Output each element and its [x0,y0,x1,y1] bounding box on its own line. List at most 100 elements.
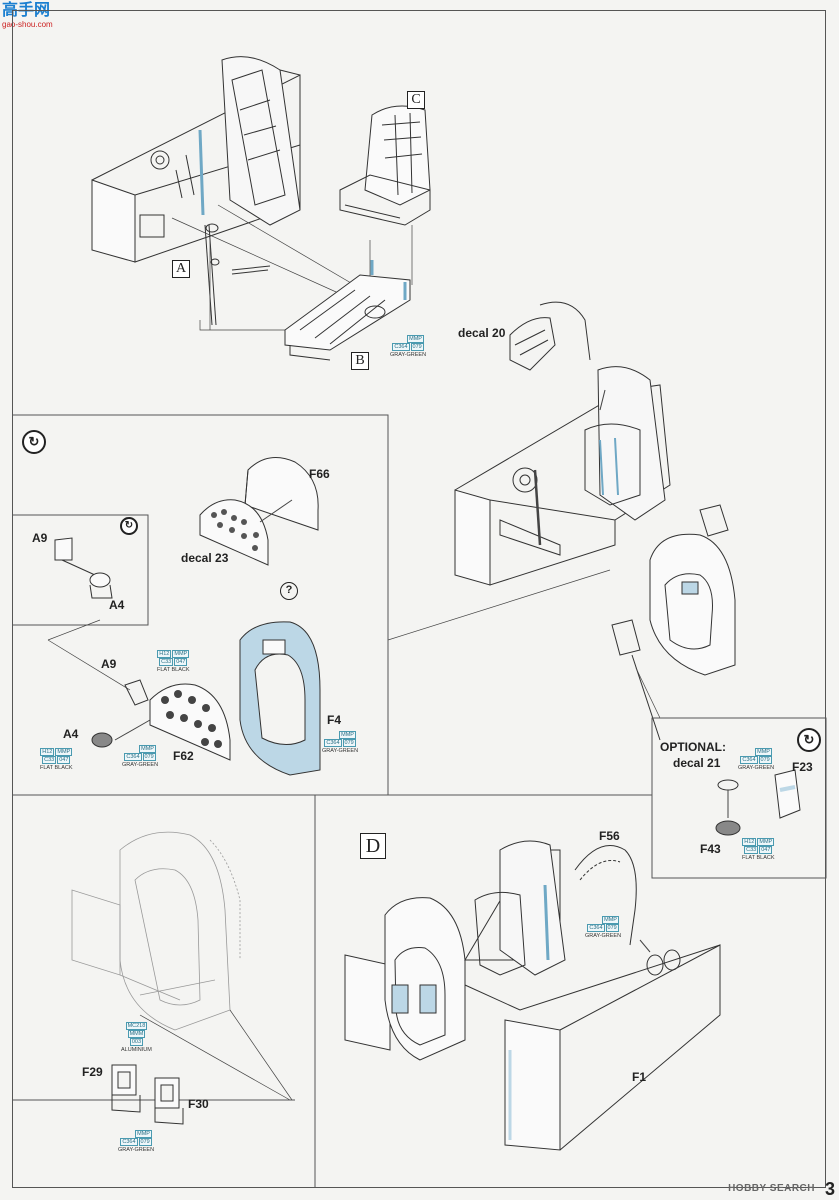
page-frame [12,10,826,1188]
paint-name: FLAT BLACK [157,667,190,673]
paint-code2: 079 [410,343,424,351]
label-a4-inner: A4 [109,598,125,612]
paint-code2: 079 [342,739,356,747]
step-box-c: C [407,91,425,109]
paint-name: GRAY-GREEN [322,748,359,754]
label-f56: F56 [599,829,620,843]
paint-brand: MMP [139,745,156,753]
paint-code: C364 [120,1138,138,1146]
label-f4: F4 [327,713,342,727]
paint-name: GRAY-GREEN [390,352,427,358]
paint-brand: MMP [602,916,619,924]
paint-code2: 047 [759,846,773,854]
paint-code: MC218 [125,1022,148,1030]
paint-name: ALUMINIUM [121,1047,152,1053]
step2-frame-part [611,504,736,741]
part-optional-f23-f43 [715,769,801,836]
step-box-b: B [351,352,369,370]
part-f62 [91,679,231,761]
label-a9: A9 [101,657,117,671]
paint-code: C33 [744,846,759,854]
page-number: 3 [824,1179,835,1199]
paint-brand: MMP [755,748,772,756]
paint-brand: MMP [135,1130,152,1138]
part-instrument-panel-decal [199,499,293,566]
step2-cockpit-assembly [454,301,671,586]
paint-brand: MMP [757,838,775,846]
paint-h: H12 [742,838,757,846]
step1-bulkhead-frame [91,56,301,263]
paint-code2: 079 [138,1138,152,1146]
rotate-icon-optional: ↻ [797,728,821,752]
paint-code: C33 [42,756,57,764]
paint-code2: MMM [127,1030,146,1038]
paint-callout-aluminium: MC218 MMM 003 ALUMINIUM [121,1022,152,1053]
subassembly-panel-left [12,414,389,796]
paint-code2: 047 [174,658,188,666]
part-a9-a4-small [54,537,113,599]
step-box-a: A [172,260,190,278]
paint-code2: 079 [605,924,619,932]
step1-seat [339,105,431,226]
paint-code2: 047 [57,756,71,764]
step-box-d: D [360,833,386,859]
label-a9-inner: A9 [32,531,48,545]
label-f30: F30 [188,1097,209,1111]
part-f4 [239,621,321,776]
paint-code: C364 [124,753,142,761]
part-f66 [244,457,319,531]
paint-brand: 003 [129,1038,144,1046]
subassembly-panel-right [651,717,827,879]
paint-code2: 079 [142,753,156,761]
label-f66: F66 [309,467,330,481]
paint-name: GRAY-GREEN [118,1147,155,1153]
paint-code: C33 [159,658,174,666]
paint-h: H12 [157,650,172,658]
paint-brand: MMP [407,335,424,343]
label-decal-20: decal 20 [458,326,506,340]
paint-code: C364 [392,343,410,351]
label-optional: OPTIONAL: [660,740,726,754]
paint-name: GRAY-GREEN [585,933,622,939]
label-decal-21: decal 21 [673,756,721,770]
paint-name: FLAT BLACK [40,765,73,771]
question-icon: ? [280,582,298,600]
paint-h: H12 [40,748,55,756]
label-f29: F29 [82,1065,103,1079]
label-f1: F1 [632,1070,647,1084]
site-logo-url: gao-shou.com [2,20,53,29]
paint-code: C364 [587,924,605,932]
paint-brand: MMP [339,731,356,739]
step1-floor [284,260,411,361]
step1-guide-lines [171,204,413,331]
rotate-icon: ↻ [22,430,46,454]
label-f62: F62 [173,749,194,763]
paint-code: C364 [324,739,342,747]
step-d-main-assembly [344,840,721,1151]
rotate-icon-small: ↻ [120,517,138,535]
label-decal-23: decal 23 [181,551,229,565]
paint-brand: MMP [55,748,73,756]
label-f23: F23 [792,760,813,774]
paint-name: GRAY-GREEN [122,762,159,768]
label-a4: A4 [63,727,79,741]
step3-faded-assembly [71,831,241,1031]
step-connector-lines [387,569,661,719]
label-f43: F43 [700,842,721,856]
paint-code2: 079 [758,756,772,764]
paint-name: FLAT BLACK [742,855,775,861]
paint-code: C364 [740,756,758,764]
paint-brand: MMP [172,650,190,658]
step1-control-stick [204,223,271,326]
